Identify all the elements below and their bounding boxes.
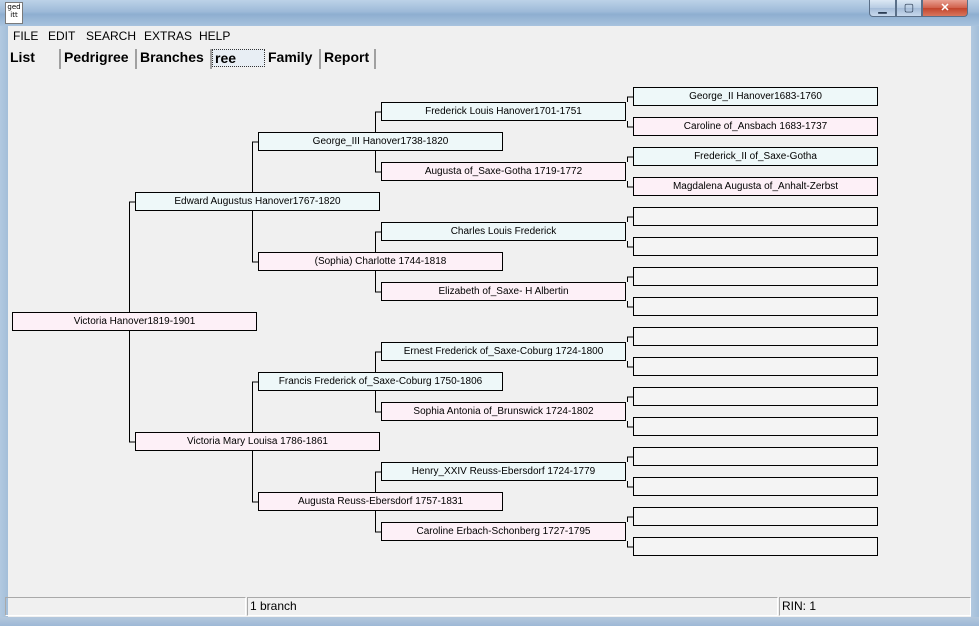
menu-help[interactable]: HELP (199, 29, 231, 43)
status-left (5, 597, 246, 616)
person-box-g0-0[interactable]: Victoria Hanover1819-1901 (12, 312, 257, 331)
person-box-g3-6[interactable]: Henry_XXIV Reuss-Ebersdorf 1724-1779 (381, 462, 626, 481)
person-box-g3-5[interactable]: Sophia Antonia of_Brunswick 1724-1802 (381, 402, 626, 421)
person-box-g4-15[interactable] (633, 537, 878, 556)
person-box-g4-12[interactable] (633, 447, 878, 466)
menu-bar: FILE EDIT SEARCH EXTRAS HELP (8, 27, 971, 47)
maximize-button[interactable]: ▢ (896, 0, 922, 17)
person-box-g4-8[interactable] (633, 327, 878, 346)
person-box-g2-1[interactable]: (Sophia) Charlotte 1744-1818 (258, 252, 503, 271)
person-box-g4-10[interactable] (633, 387, 878, 406)
person-box-g4-3[interactable]: Magdalena Augusta of_Anhalt-Zerbst (633, 177, 878, 196)
person-box-g4-1[interactable]: Caroline of_Ansbach 1683-1737 (633, 117, 878, 136)
title-bar[interactable]: ged itt ▁ ▢ ✕ (0, 0, 979, 26)
person-box-g4-5[interactable] (633, 237, 878, 256)
menu-file[interactable]: FILE (13, 29, 39, 43)
person-box-g4-13[interactable] (633, 477, 878, 496)
person-box-g3-2[interactable]: Charles Louis Frederick (381, 222, 626, 241)
person-box-g3-1[interactable]: Augusta of_Saxe-Gotha 1719-1772 (381, 162, 626, 181)
person-box-g4-7[interactable] (633, 297, 878, 316)
person-box-g4-14[interactable] (633, 507, 878, 526)
person-box-g2-2[interactable]: Francis Frederick of_Saxe-Coburg 1750-18… (258, 372, 503, 391)
person-box-g4-11[interactable] (633, 417, 878, 436)
app-icon: ged itt (5, 2, 23, 24)
person-box-g4-2[interactable]: Frederick_II of_Saxe-Gotha (633, 147, 878, 166)
status-rin: RIN: 1 (779, 597, 971, 616)
tab-tree[interactable]: ree (212, 49, 265, 67)
menu-search[interactable]: SEARCH (86, 29, 137, 43)
tree-connectors (129, 96, 633, 548)
right-frame (971, 26, 979, 617)
menu-extras[interactable]: EXTRAS (144, 29, 193, 43)
menu-edit[interactable]: EDIT (48, 29, 76, 43)
tab-branches[interactable]: Branches (138, 49, 212, 69)
tab-pedrigree[interactable]: Pedrigree (62, 49, 137, 69)
person-box-g1-0[interactable]: Edward Augustus Hanover1767-1820 (135, 192, 380, 211)
person-box-g4-9[interactable] (633, 357, 878, 376)
person-box-g1-1[interactable]: Victoria Mary Louisa 1786-1861 (135, 432, 380, 451)
tab-report[interactable]: Report (322, 49, 376, 69)
person-box-g4-4[interactable] (633, 207, 878, 226)
person-box-g2-0[interactable]: George_III Hanover1738-1820 (258, 132, 503, 151)
left-frame (0, 26, 8, 617)
minimize-button[interactable]: ▁ (869, 0, 896, 17)
tab-bar: List Pedrigree Branches ree Family Repor… (8, 47, 971, 71)
person-box-g3-0[interactable]: Frederick Louis Hanover1701-1751 (381, 102, 626, 121)
person-box-g4-0[interactable]: George_II Hanover1683-1760 (633, 87, 878, 106)
person-box-g4-6[interactable] (633, 267, 878, 286)
tab-list[interactable]: List (8, 49, 61, 69)
close-button[interactable]: ✕ (922, 0, 968, 17)
person-box-g3-7[interactable]: Caroline Erbach-Schonberg 1727-1795 (381, 522, 626, 541)
tab-family[interactable]: Family (266, 49, 321, 69)
status-bar: 1 branch RIN: 1 (0, 597, 979, 617)
bottom-frame (0, 617, 979, 626)
status-branch-count: 1 branch (247, 597, 778, 616)
tree-canvas: Victoria Hanover1819-1901 Edward Augustus… (8, 71, 971, 594)
person-box-g3-3[interactable]: Elizabeth of_Saxe- H Albertin (381, 282, 626, 301)
person-box-g2-3[interactable]: Augusta Reuss-Ebersdorf 1757-1831 (258, 492, 503, 511)
person-box-g3-4[interactable]: Ernest Frederick of_Saxe-Coburg 1724-180… (381, 342, 626, 361)
